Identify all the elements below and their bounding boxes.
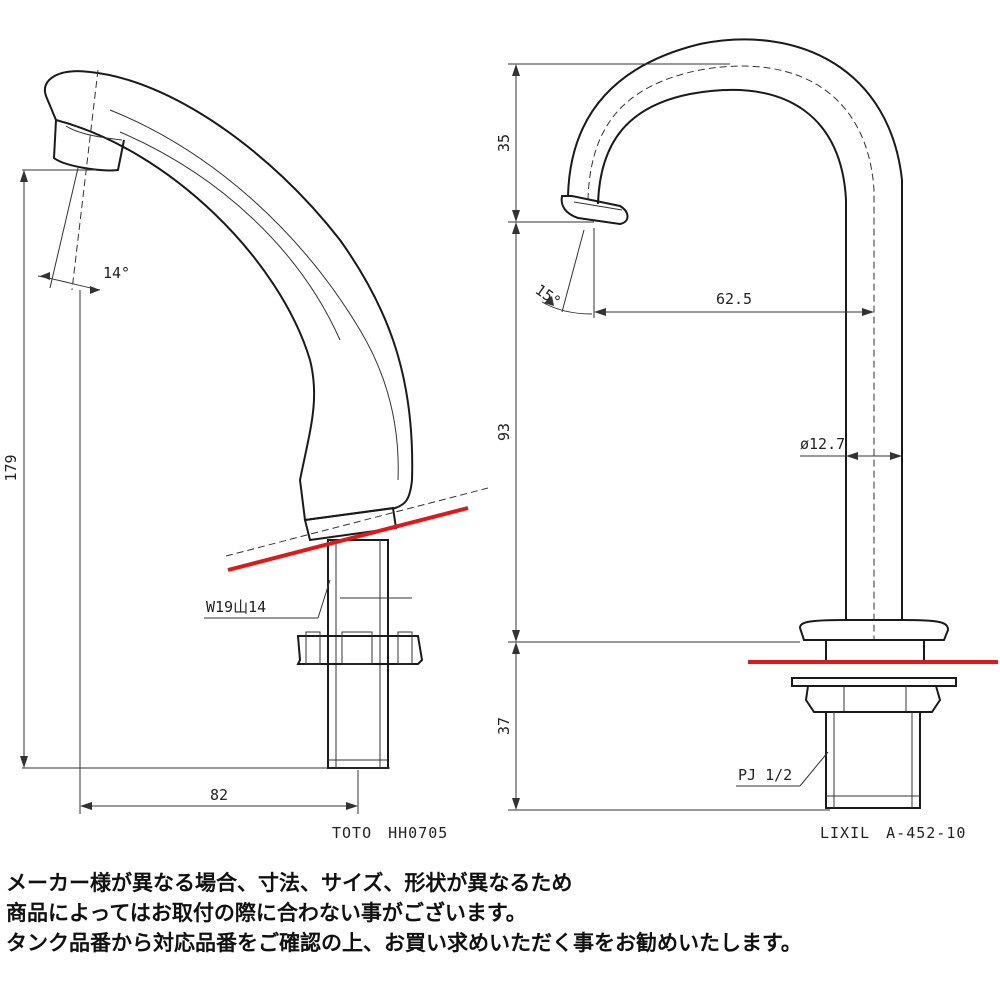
left-width-label: 82: [210, 786, 228, 804]
right-gooseneck-pipe: [567, 38, 903, 620]
right-base-height-label: 37: [495, 717, 513, 735]
compatibility-notes: メーカー様が異なる場合、寸法、サイズ、形状が異なるため 商品によってはお取付の際…: [6, 868, 996, 958]
left-mounting-nut: [296, 631, 424, 665]
left-mounting-line: [227, 506, 469, 572]
right-body-height-label: 93: [495, 423, 513, 441]
right-threaded-connector: [825, 711, 921, 809]
right-faucet-drawing: 35 93 37 15° 62.5 ø12.7 PJ 1/2: [495, 38, 998, 842]
left-spout-body: [43, 70, 414, 522]
right-reach-label: 62.5: [716, 290, 752, 308]
right-model-label: LIXIL A-452-10: [820, 824, 966, 842]
left-angle-label: 14°: [103, 264, 130, 282]
right-nozzle-tip: [560, 195, 629, 226]
faucet-comparison-drawing: 14° 179 82 W19山14 TOTO HH0705: [2, 38, 998, 842]
left-model-label: TOTO HH0705: [332, 824, 448, 842]
left-thread-label: W19山14: [206, 598, 266, 616]
right-diameter-label: ø12.7: [800, 435, 845, 453]
right-thread-label: PJ 1/2: [738, 766, 792, 784]
left-faucet-drawing: 14° 179 82 W19山14 TOTO HH0705: [2, 69, 489, 842]
note-line: 商品によってはお取付の際に合わない事がございます。: [6, 901, 527, 925]
right-spout-height-label: 35: [495, 134, 513, 152]
note-line: メーカー様が異なる場合、寸法、サイズ、形状が異なるため: [6, 871, 573, 895]
left-height-label: 179: [2, 454, 20, 481]
right-angle-label: 15°: [532, 281, 565, 311]
note-line: タンク品番から対応品番をご確認の上、お買い求めいただく事をお勧めいたします。: [6, 931, 802, 955]
left-nozzle-outlet: [52, 119, 125, 172]
left-threaded-shank: [327, 539, 389, 769]
right-lock-nut: [791, 677, 957, 713]
